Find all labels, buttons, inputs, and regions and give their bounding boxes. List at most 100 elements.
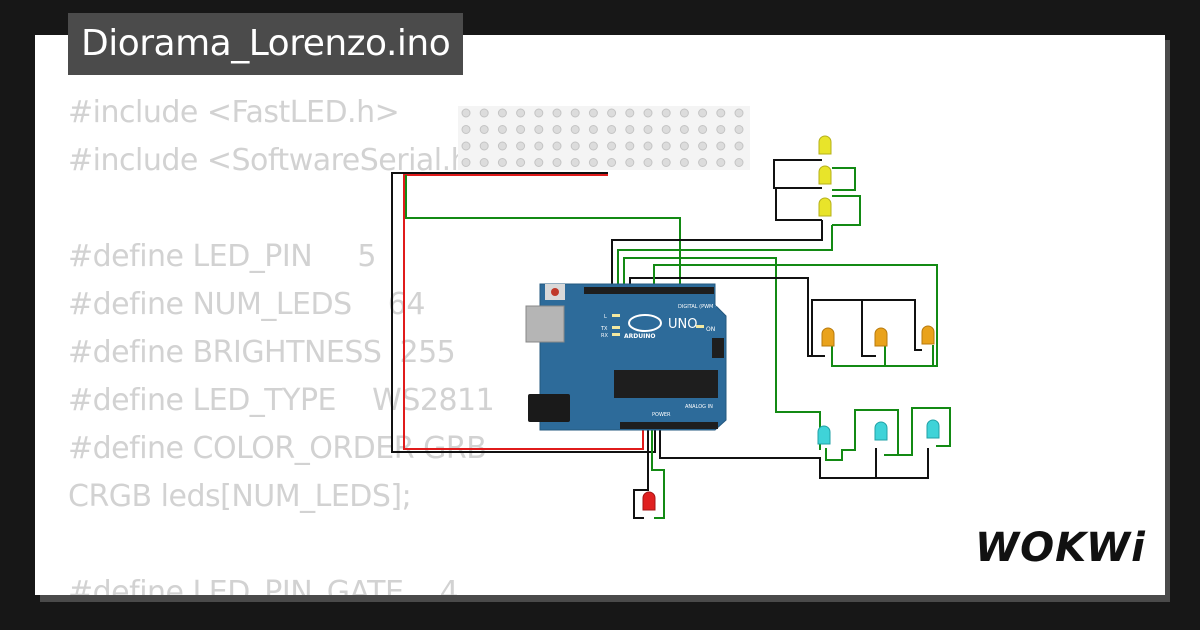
matrix-pixel — [643, 141, 653, 151]
led-matrix-pixels — [461, 108, 744, 167]
code-line: #define LED_PIN 5 — [68, 239, 376, 274]
matrix-pixel — [516, 141, 526, 151]
matrix-pixel — [716, 141, 726, 151]
matrix-pixel — [643, 158, 653, 167]
matrix-pixel — [552, 158, 562, 167]
led-yellow[interactable] — [818, 197, 832, 217]
matrix-pixel — [734, 141, 744, 151]
arduino-uno-board[interactable]: UNO ARDUINO DIGITAL (PWM ~) POWER ANALOG… — [525, 283, 727, 431]
matrix-pixel — [661, 108, 671, 118]
wire-black — [775, 187, 822, 221]
orange-leds — [821, 325, 935, 347]
code-line: #define NUM_LEDS 64 — [68, 287, 425, 322]
cyan-leds — [817, 419, 940, 445]
led-orange[interactable] — [821, 327, 835, 347]
tx-led — [612, 326, 620, 329]
yellow-leds — [818, 135, 832, 217]
matrix-pixel — [461, 125, 471, 134]
matrix-pixel — [734, 158, 744, 167]
project-title[interactable]: Diorama_Lorenzo.ino — [68, 13, 464, 75]
wire-black — [629, 277, 825, 357]
atmega-chip — [614, 370, 718, 398]
matrix-pixel — [716, 125, 726, 134]
led-yellow[interactable] — [818, 135, 832, 155]
wire-black — [659, 425, 877, 479]
code-preview: #include <FastLED.h> #include <SoftwareSe… — [68, 89, 495, 595]
matrix-pixel — [570, 158, 580, 167]
led-orange[interactable] — [874, 327, 888, 347]
matrix-pixel — [516, 125, 526, 134]
matrix-pixel — [534, 158, 544, 167]
led-cyan[interactable] — [817, 425, 831, 445]
digital-label: DIGITAL (PWM ~) — [678, 304, 721, 310]
matrix-pixel — [625, 125, 635, 134]
matrix-pixel — [643, 108, 653, 118]
reset-button-cap[interactable] — [551, 288, 559, 296]
usb-port — [525, 305, 565, 343]
wire-green — [832, 167, 856, 191]
matrix-pixel — [607, 141, 617, 151]
wire-black — [611, 220, 823, 290]
wire-green — [405, 175, 681, 290]
matrix-pixel — [698, 158, 708, 167]
matrix-pixel — [698, 108, 708, 118]
wire-black — [633, 425, 649, 519]
matrix-pixel — [679, 158, 689, 167]
matrix-pixel — [588, 158, 598, 167]
matrix-pixel — [661, 158, 671, 167]
matrix-pixel — [716, 108, 726, 118]
wire-black — [876, 448, 929, 479]
matrix-pixel — [479, 108, 489, 118]
led-cyan[interactable] — [926, 419, 940, 439]
code-line: #define BRIGHTNESS 255 — [68, 335, 456, 370]
board-brand: ARDUINO — [624, 333, 655, 340]
wire-black — [811, 299, 876, 357]
tx-label: TX — [600, 326, 608, 332]
matrix-pixel — [552, 141, 562, 151]
power-led — [696, 325, 704, 328]
matrix-pixel — [570, 108, 580, 118]
matrix-pixel — [716, 158, 726, 167]
wokwi-logo[interactable]: WOKWi — [975, 525, 1146, 571]
code-line: CRGB leds[NUM_LEDS]; — [68, 479, 412, 514]
matrix-pixel — [643, 125, 653, 134]
wire-green — [653, 264, 938, 367]
matrix-pixel — [607, 108, 617, 118]
l-label: L — [604, 314, 607, 320]
code-line: #include <FastLED.h> — [68, 95, 400, 130]
analog-label: ANALOG IN — [685, 404, 713, 410]
wire-black — [862, 299, 922, 351]
led-orange[interactable] — [921, 325, 935, 345]
matrix-pixel — [516, 158, 526, 167]
wire-green — [651, 425, 665, 519]
wire-green — [832, 195, 861, 226]
matrix-pixel — [625, 141, 635, 151]
power-jack — [528, 394, 570, 422]
rx-led — [612, 333, 620, 336]
matrix-pixel — [461, 108, 471, 118]
wire-black — [773, 159, 822, 189]
matrix-pixel — [734, 125, 744, 134]
wires — [391, 159, 951, 519]
rx-label: RX — [601, 333, 608, 339]
matrix-pixel — [497, 108, 507, 118]
led-cyan[interactable] — [874, 421, 888, 441]
wire-black — [391, 172, 656, 453]
matrix-pixel — [461, 141, 471, 151]
wire-green — [885, 345, 934, 367]
icsp-header — [712, 338, 724, 358]
matrix-pixel — [552, 108, 562, 118]
matrix-pixel — [516, 108, 526, 118]
wire-green — [617, 225, 833, 290]
led-yellow[interactable] — [818, 165, 832, 185]
wire-red — [403, 174, 644, 450]
matrix-pixel — [661, 125, 671, 134]
board-model: UNO — [668, 317, 697, 332]
code-line: #include <SoftwareSerial.h> — [68, 143, 494, 178]
power-label: POWER — [652, 412, 671, 418]
code-line: #define LED_PIN_GATE 4 — [68, 575, 459, 595]
led-red[interactable] — [642, 491, 656, 511]
power-analog-header — [620, 422, 718, 429]
matrix-pixel — [625, 158, 635, 167]
